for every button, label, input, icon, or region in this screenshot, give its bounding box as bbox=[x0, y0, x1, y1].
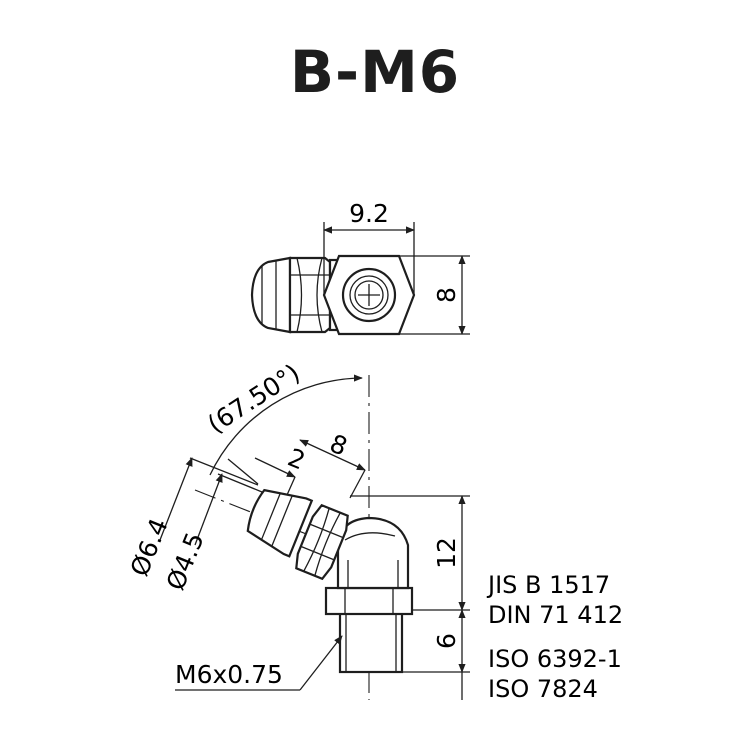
dim-thread: M6x0.75 bbox=[175, 660, 283, 689]
top-view bbox=[250, 222, 470, 336]
side-view bbox=[159, 374, 470, 700]
dim-head-length: 8 bbox=[326, 429, 352, 462]
standard-iso-6392: ISO 6392-1 bbox=[488, 645, 622, 673]
dim-head-offset: 2 bbox=[284, 443, 310, 476]
standard-jis: JIS B 1517 bbox=[486, 571, 610, 599]
dim-thread-length: 6 bbox=[432, 633, 461, 649]
dim-body-height: 12 bbox=[432, 537, 461, 569]
dim-top-height: 8 bbox=[432, 287, 461, 303]
standard-din: DIN 71 412 bbox=[488, 601, 623, 629]
standard-iso-7824: ISO 7824 bbox=[488, 675, 598, 703]
dim-top-width: 9.2 bbox=[349, 199, 389, 228]
page-title: B-M6 bbox=[290, 38, 460, 106]
dim-angle: (67.50°) bbox=[202, 358, 305, 439]
